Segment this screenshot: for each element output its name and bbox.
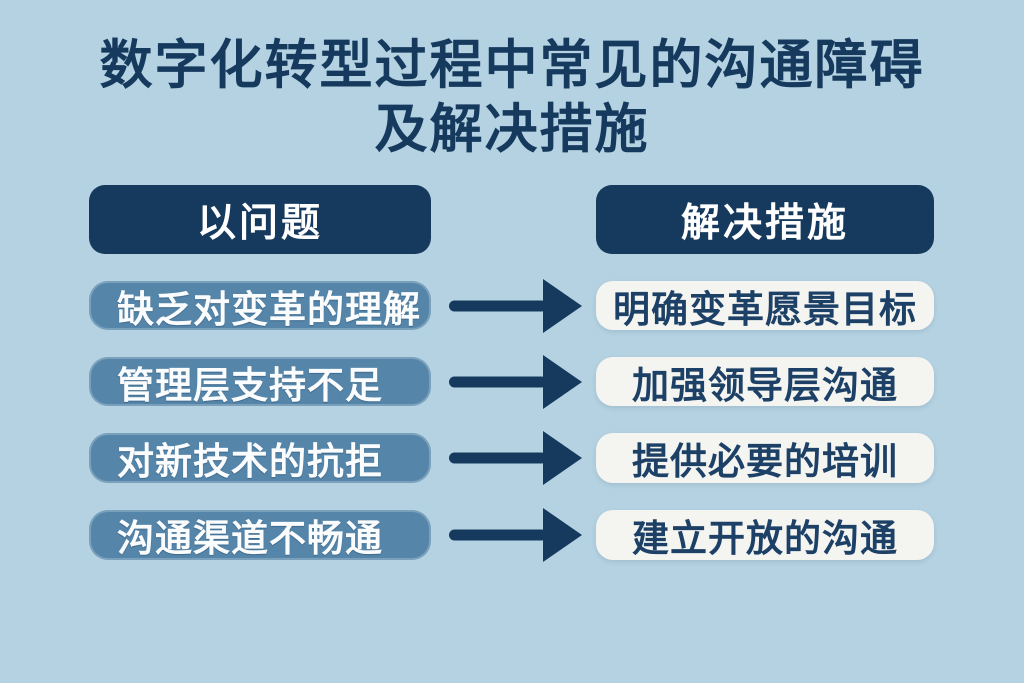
mapping-grid: 以问题 解决措施 缺乏对变革的理解 明确变革愿景目标 管理层支持不足 加强领导层… xyxy=(0,185,1024,563)
problem-box-2: 管理层支持不足 xyxy=(89,357,431,407)
problem-box-1: 缺乏对变革的理解 xyxy=(89,281,431,331)
page-title-line1: 数字化转型过程中常见的沟通障碍 xyxy=(99,36,925,95)
right-arrow-icon xyxy=(448,431,582,486)
problems-column-header: 以问题 xyxy=(89,185,431,255)
solution-box-2: 加强领导层沟通 xyxy=(596,357,934,407)
problem-box-3: 对新技术的抗拒 xyxy=(89,433,431,484)
arrow-3 xyxy=(431,431,596,486)
arrow-1 xyxy=(431,278,596,333)
solution-box-1: 明确变革愿景目标 xyxy=(596,281,934,331)
arrow-4 xyxy=(431,508,596,563)
solutions-column-header: 解决措施 xyxy=(596,185,934,255)
page-title-line2: 及解决措施 xyxy=(374,99,650,159)
problem-box-4: 沟通渠道不畅通 xyxy=(89,510,431,561)
arrow-2 xyxy=(431,354,596,409)
solution-box-4: 建立开放的沟通 xyxy=(596,510,934,561)
right-arrow-icon xyxy=(448,278,582,333)
solution-box-3: 提供必要的培训 xyxy=(596,433,934,484)
page-title: 数字化转型过程中常见的沟通障碍 及解决措施 xyxy=(0,0,1024,161)
right-arrow-icon xyxy=(448,508,582,563)
right-arrow-icon xyxy=(448,354,582,409)
